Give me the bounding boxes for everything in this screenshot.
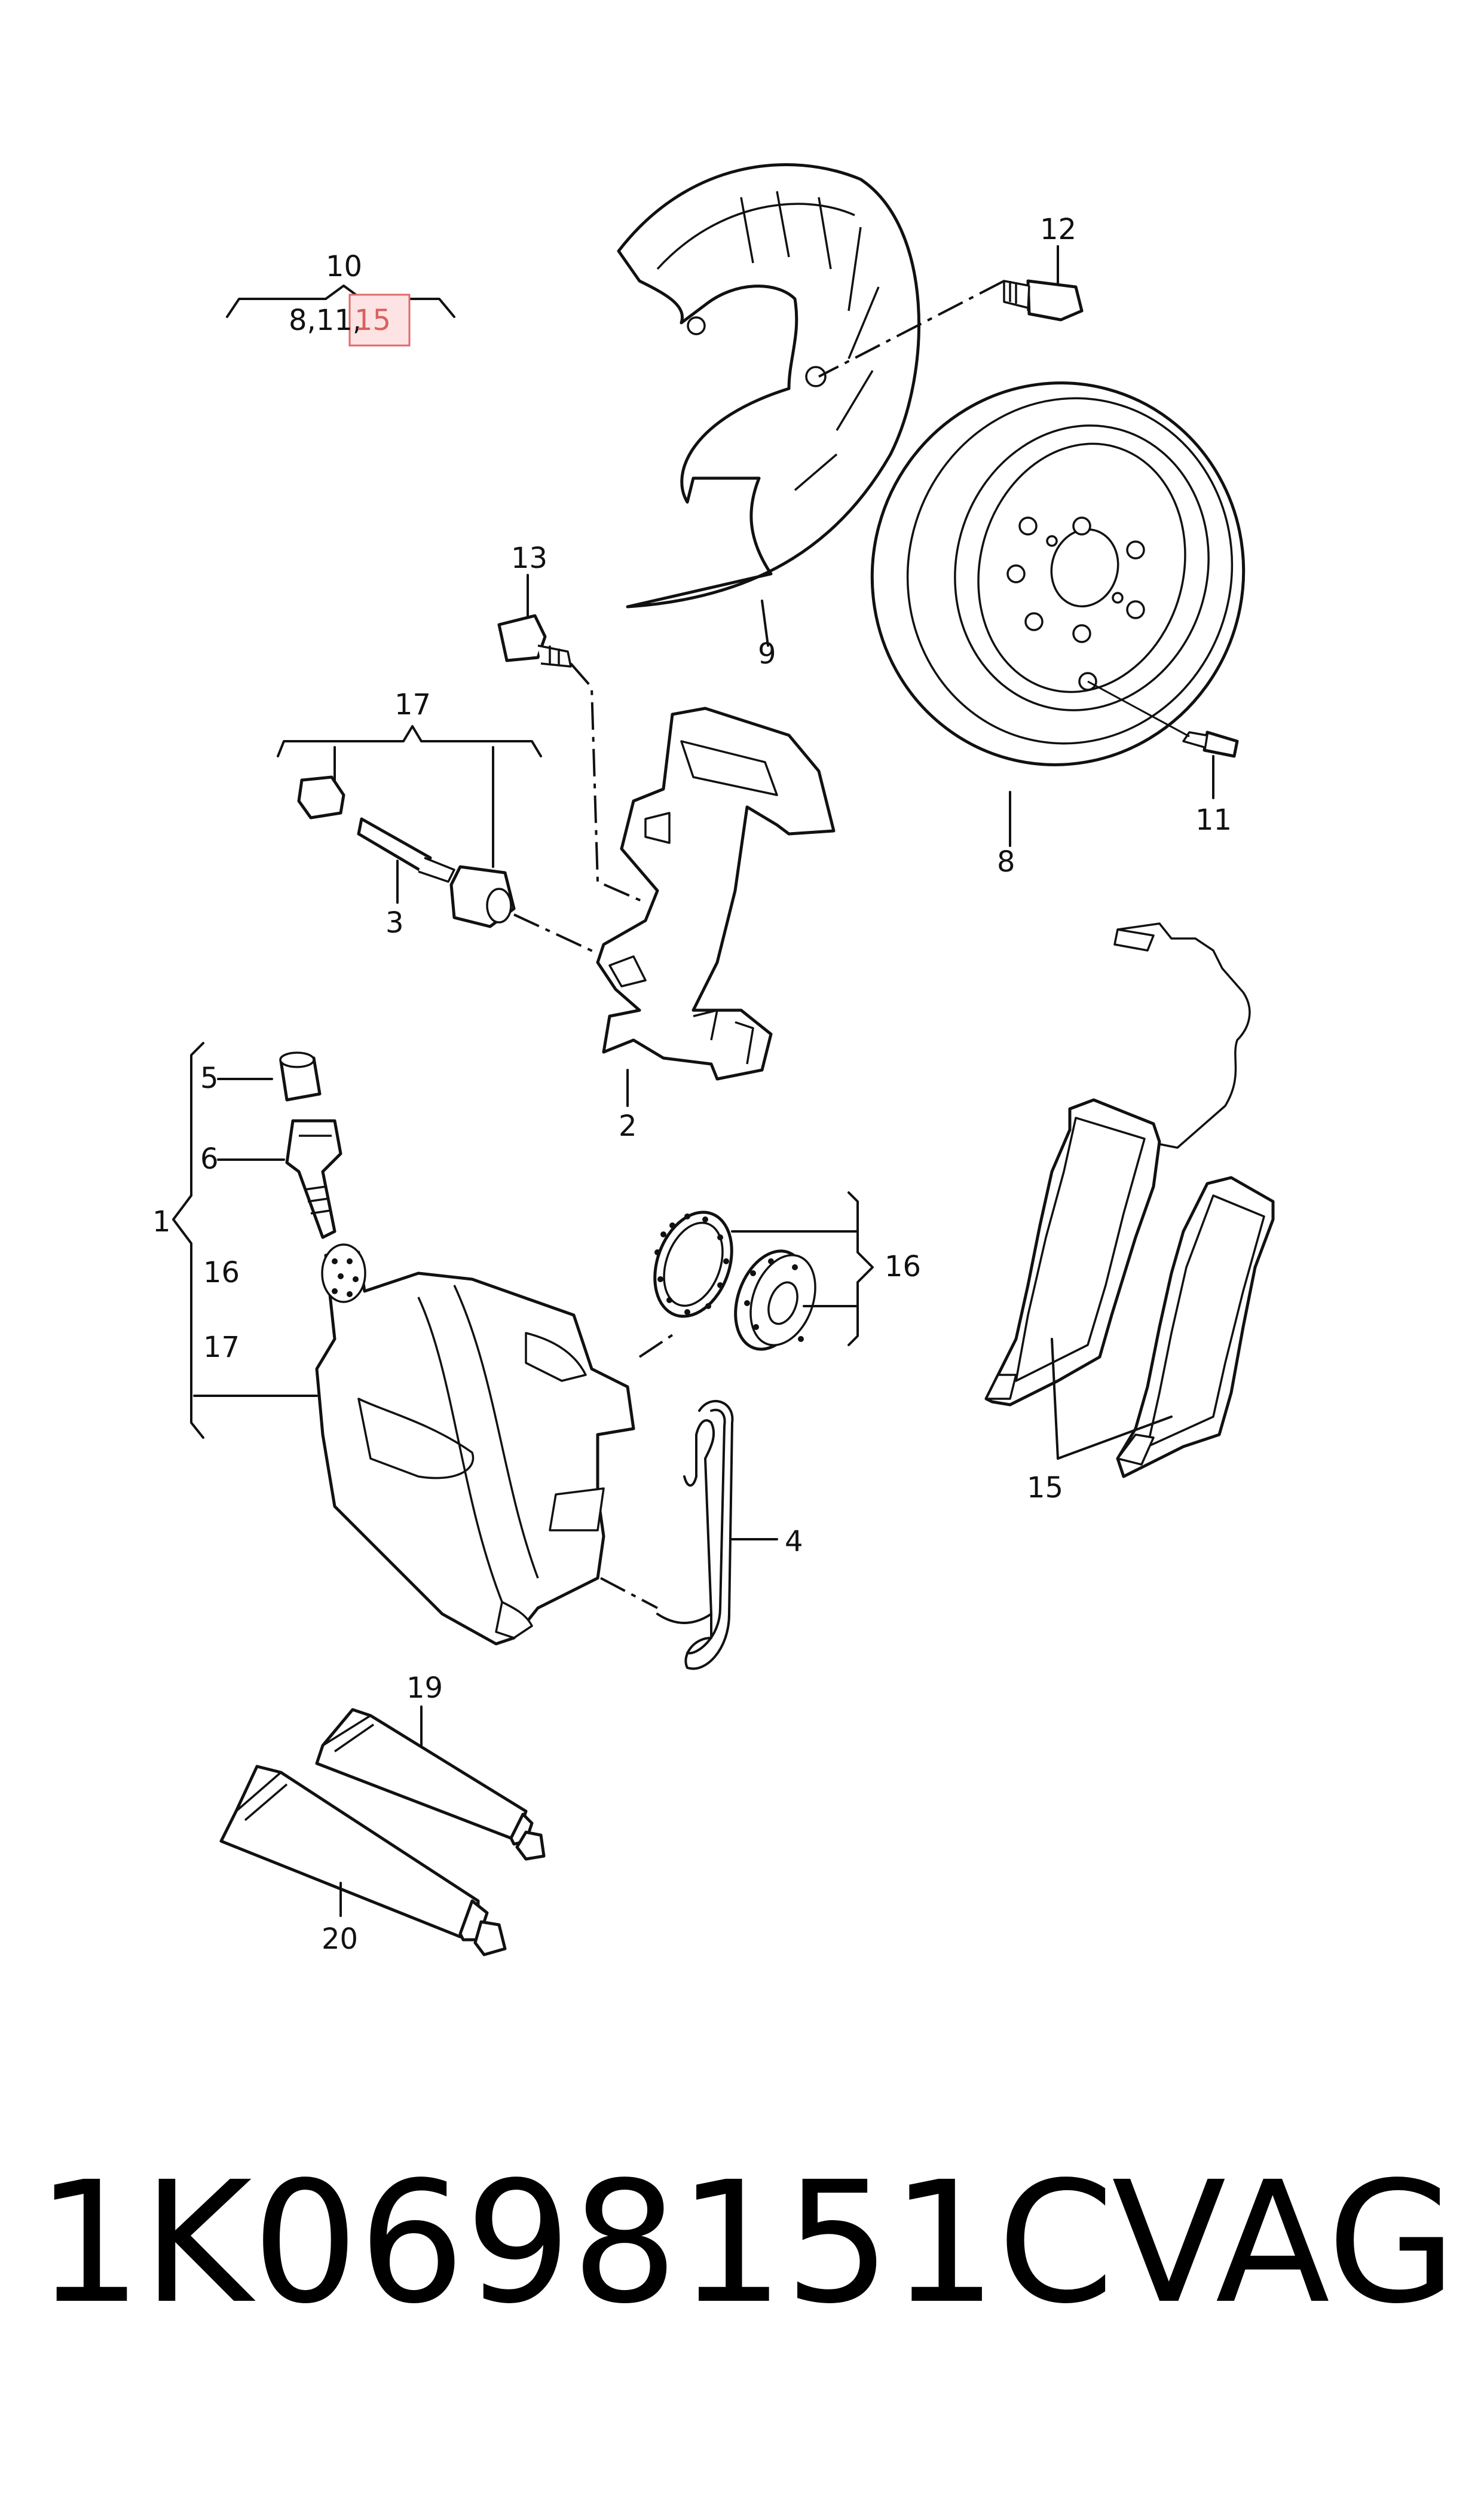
caliper-carrier bbox=[596, 707, 836, 1081]
callout-3: 3 bbox=[385, 906, 404, 940]
callout-13: 13 bbox=[511, 542, 547, 575]
part-caption: 1K0698151C VAG bbox=[36, 2146, 1458, 2397]
caliper-group-bracket: 1 5 6 16 17 bbox=[152, 1042, 318, 1439]
guide-pin-set: 17 3 bbox=[277, 688, 598, 955]
callout-19: 19 bbox=[406, 1671, 443, 1705]
brake-pads: 15 bbox=[984, 922, 1275, 1505]
callout-2: 2 bbox=[619, 1109, 637, 1143]
brake-disc bbox=[870, 381, 1246, 766]
callout-17-left: 17 bbox=[203, 1331, 240, 1364]
bleed-cap bbox=[279, 1051, 322, 1102]
callout-5: 5 bbox=[200, 1062, 219, 1095]
callout-4: 4 bbox=[785, 1525, 803, 1558]
callout-17-top: 17 bbox=[394, 688, 431, 722]
brake-assembly-diagram: 10 8,11, 15 9 12 8 bbox=[152, 163, 1275, 1956]
callout-9: 9 bbox=[758, 637, 776, 671]
callout-15: 15 bbox=[1027, 1471, 1063, 1505]
part-number: 1K0698151C bbox=[36, 2146, 1115, 2341]
callout-10-sub-a: 8,11, bbox=[289, 304, 362, 337]
bolt-12: 12 bbox=[818, 213, 1084, 378]
callout-8: 8 bbox=[997, 845, 1015, 879]
callout-16-right: 16 bbox=[885, 1250, 921, 1283]
callout-1: 1 bbox=[152, 1205, 171, 1239]
callout-6: 6 bbox=[200, 1142, 219, 1176]
bolt-13: 13 bbox=[497, 542, 646, 904]
callout-20: 20 bbox=[322, 1922, 358, 1956]
callout-10-sub-b: 15 bbox=[354, 304, 391, 337]
callout-11: 11 bbox=[1195, 803, 1232, 837]
brake-caliper bbox=[315, 1243, 658, 1646]
brand-name: VAG bbox=[1112, 2146, 1457, 2341]
callout-16-left: 16 bbox=[203, 1256, 240, 1289]
highlight-box bbox=[348, 294, 411, 347]
bleed-valve bbox=[285, 1119, 342, 1239]
callout-12: 12 bbox=[1040, 213, 1076, 246]
grease-tube-19: 19 bbox=[315, 1671, 546, 1861]
grease-tube-20: 20 bbox=[219, 1765, 507, 1956]
callout-10: 10 bbox=[326, 250, 362, 283]
callout-10-group: 10 8,11, 15 bbox=[226, 250, 455, 347]
splash-shield bbox=[617, 163, 920, 609]
spring-clip: 4 bbox=[656, 1399, 803, 1670]
screw-11: 11 bbox=[1087, 680, 1239, 837]
seal-and-piston: 16 bbox=[638, 1191, 921, 1358]
